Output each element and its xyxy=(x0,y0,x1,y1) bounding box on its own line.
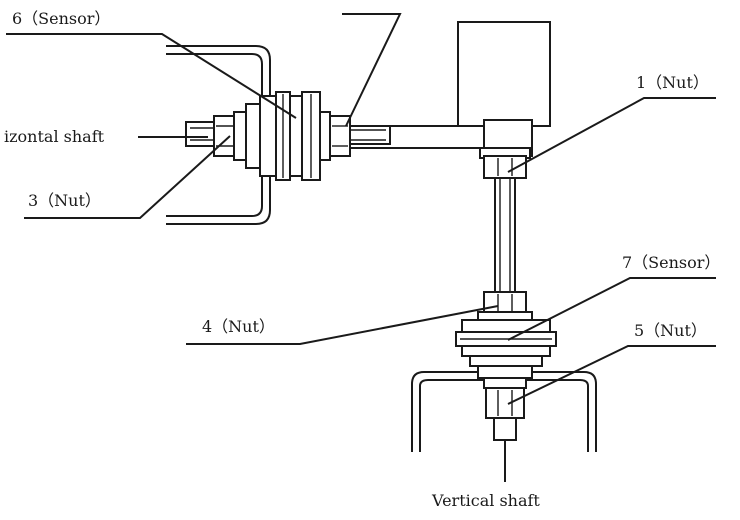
label-nut-3: 3（Nut） xyxy=(28,191,101,210)
label-nut-1: 1（Nut） xyxy=(636,73,709,92)
nut-1-part xyxy=(479,147,531,179)
vertical-shaft-rod xyxy=(494,171,516,295)
label-horizontal-shaft: izontal shaft xyxy=(4,127,105,146)
leader-lines xyxy=(6,13,716,482)
nut-5-part xyxy=(477,365,533,441)
label-nut-5: 5（Nut） xyxy=(634,321,707,340)
label-sensor-6: 6（Sensor） xyxy=(12,9,110,28)
label-vertical-shaft: Vertical shaft xyxy=(431,491,540,510)
label-nut-4: 4（Nut） xyxy=(202,317,275,336)
nut-4-part xyxy=(477,291,533,321)
sensor-7-part xyxy=(455,319,557,367)
motor-block xyxy=(457,21,551,127)
label-sensor-7: 7（Sensor） xyxy=(622,253,720,272)
right-nut-part xyxy=(319,111,351,161)
sensor-6-part xyxy=(245,91,321,181)
